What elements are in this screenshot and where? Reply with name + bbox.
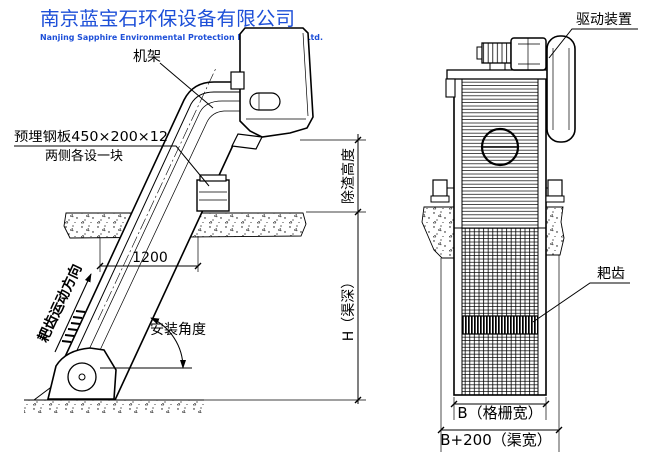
front-view: 驱动装置 耙齿 B（格栅宽） B+200（渠宽） <box>421 12 638 452</box>
ground-right <box>544 206 565 256</box>
chain-guard-detail <box>552 48 570 130</box>
distance-1200-label: 1200 <box>132 250 168 266</box>
rake-teeth-side <box>61 310 86 343</box>
frame-leader <box>159 62 214 109</box>
discharge-height-label: 除渣高度 <box>340 148 357 204</box>
dim-b-ticks <box>450 400 550 408</box>
channel-width-label: B+200（渠宽） <box>440 431 552 449</box>
dimension-channel-width: B+200（渠宽） <box>437 426 563 449</box>
frame-label: 机架 <box>133 49 161 65</box>
channel-depth-label: H（渠深） <box>341 275 357 342</box>
embedded-plate-label: 预埋钢板450×200×12 <box>14 130 168 145</box>
install-angle-arc <box>150 317 187 369</box>
gearbox-detail <box>518 38 540 70</box>
dim-vertical-ticks <box>354 136 362 404</box>
drive-mount <box>489 63 506 70</box>
housing-gusset <box>231 133 263 150</box>
grating-bars <box>462 228 538 395</box>
rake-teeth-bars <box>462 315 538 335</box>
chain-line-2 <box>85 110 242 381</box>
ground-left <box>421 206 456 259</box>
embedded-plate-leader <box>14 145 210 187</box>
dimension-screen-width: B（格栅宽） <box>450 397 550 422</box>
pedestal-left-base <box>430 195 450 203</box>
side-view: 安装角度 耙齿运动方向 机架 预埋钢板450×200×12 两侧各设一块 120… <box>14 27 366 413</box>
frame-outer-edge <box>44 81 242 401</box>
drive-leader <box>548 28 638 59</box>
rake-direction-arrow <box>54 273 92 353</box>
pedestal-cap <box>199 174 227 182</box>
vertical-dimensions: 除渣高度 H（渠深） <box>204 134 366 404</box>
dim-ticks <box>96 262 202 270</box>
rake-teeth-row <box>462 316 538 334</box>
drive-label: 驱动装置 <box>576 12 632 28</box>
gearbox <box>510 37 547 71</box>
head-bar <box>446 69 549 80</box>
frame-second-edge <box>53 91 242 401</box>
drive-housing <box>239 27 314 138</box>
frame-body <box>45 82 242 400</box>
screen-width-label: B（格栅宽） <box>457 404 542 422</box>
install-angle-label: 安装角度 <box>150 322 206 338</box>
rake-teeth-leader <box>532 282 630 323</box>
pedestal-right <box>547 179 563 197</box>
head-bracket-left <box>445 78 456 98</box>
frame-centerline <box>97 67 217 321</box>
embedded-plate-pedestal <box>196 179 230 212</box>
rake-teeth-label: 耙齿 <box>597 266 625 282</box>
company-header: 南京蓝宝石环保设备有限公司 Nanjing Sapphire Environme… <box>40 8 323 42</box>
chain-guard <box>546 35 576 143</box>
housing-bracket <box>230 71 245 90</box>
motor-end-cap <box>476 46 483 60</box>
pedestal-hatch <box>199 191 227 201</box>
housing-inner-line <box>246 32 309 120</box>
pedestal-right-base <box>545 195 565 203</box>
embedded-plate-note: 两侧各设一块 <box>45 148 123 164</box>
bottom-ground <box>24 400 204 413</box>
pedestal-left <box>432 179 448 197</box>
motor-body <box>481 42 512 64</box>
dimension-1200: 1200 <box>96 236 202 272</box>
company-name-cn: 南京蓝宝石环保设备有限公司 <box>40 8 295 30</box>
dim-channel-ticks <box>437 426 563 434</box>
company-name-en: Nanjing Sapphire Environmental Protectio… <box>40 33 323 42</box>
drive-shaft <box>249 92 281 111</box>
tail-wheel-hub <box>78 373 86 381</box>
